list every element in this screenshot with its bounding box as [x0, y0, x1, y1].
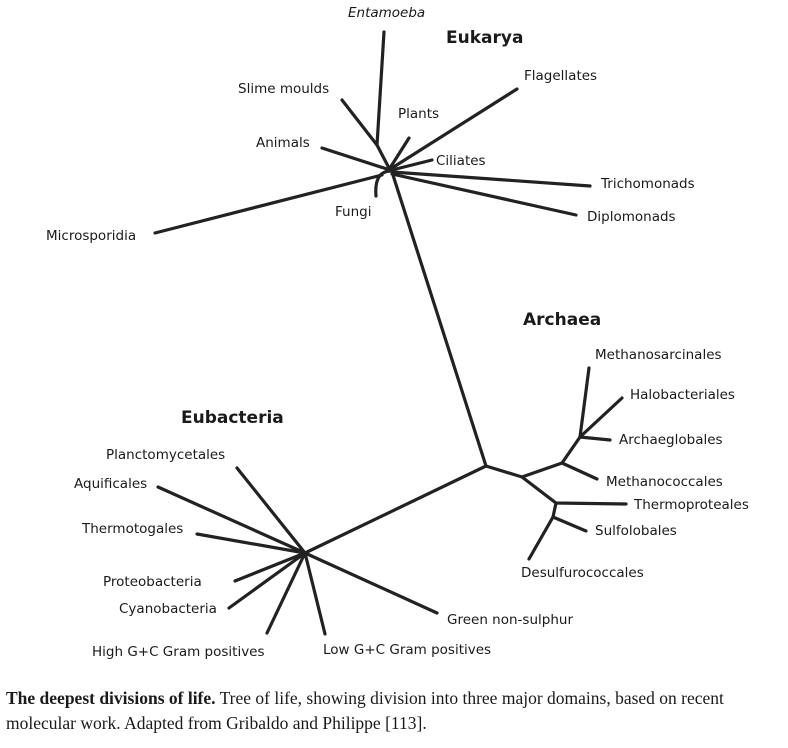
domain-label-archaea: Archaea [523, 310, 602, 330]
taxon-label: Green non-sulphur [447, 612, 573, 628]
taxon-label: Halobacteriales [630, 387, 735, 403]
archaea-branches [484, 366, 628, 561]
eukarya-branches [153, 30, 592, 235]
caption-text: Tree of life, showing division into thre… [6, 688, 724, 733]
taxon-label: Fungi [335, 204, 372, 220]
taxon-label: Microsporidia [46, 228, 137, 244]
taxon-label: Planctomycetales [106, 447, 226, 463]
figure-caption: The deepest divisions of life. Tree of l… [6, 686, 786, 736]
caption-title: The deepest divisions of life. [6, 688, 216, 708]
taxon-label: Cyanobacteria [119, 601, 217, 617]
taxon-label: Slime moulds [238, 81, 330, 97]
main-stem [303, 170, 488, 555]
tree-branches [153, 30, 628, 636]
taxon-label: Diplomonads [587, 209, 676, 225]
taxon-label: Methanosarcinales [595, 347, 722, 363]
taxon-label: Ciliates [436, 153, 486, 169]
taxon-label: Archaeglobales [619, 432, 723, 448]
taxon-label: Proteobacteria [103, 574, 202, 590]
taxon-label: Plants [398, 106, 440, 122]
taxon-label: High G+C Gram positives [92, 644, 265, 660]
domain-label-eubacteria: Eubacteria [181, 408, 284, 428]
domain-label-eukarya: Eukarya [446, 28, 524, 48]
eubacteria-branches [156, 466, 439, 636]
taxon-label: Flagellates [524, 68, 598, 84]
taxon-label: Aquificales [74, 476, 148, 492]
taxon-label: Desulfurococcales [521, 565, 644, 581]
taxon-label: Methanococcales [606, 474, 723, 490]
taxon-label: Entamoeba [348, 5, 426, 21]
taxon-label: Thermotogales [82, 521, 184, 537]
taxon-label: Thermoproteales [634, 497, 749, 513]
taxon-label: Animals [256, 135, 310, 151]
taxon-label: Trichomonads [601, 176, 695, 192]
taxon-label: Sulfolobales [595, 523, 677, 539]
taxon-label: Low G+C Gram positives [323, 642, 492, 658]
